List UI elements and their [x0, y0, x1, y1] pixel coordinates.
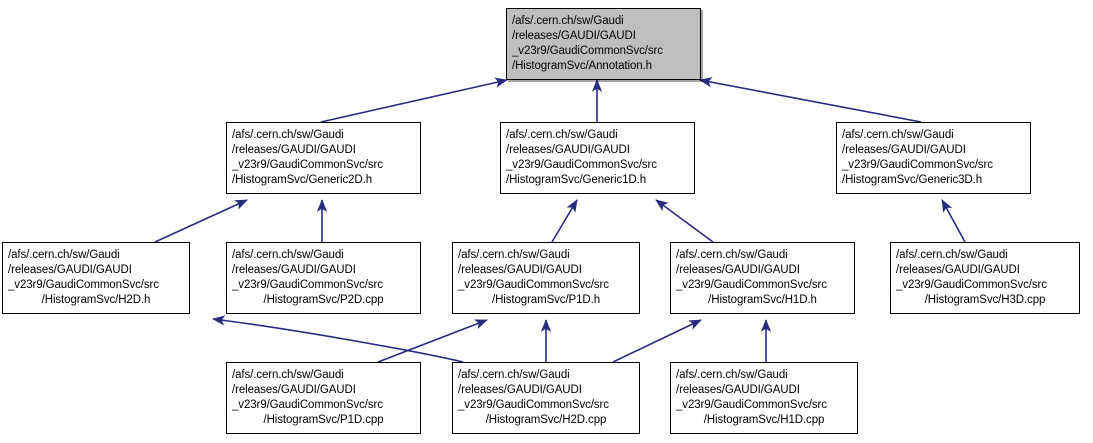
node-line: _v23r9/GaudiCommonSvc/src: [676, 278, 827, 291]
edge-h2dcpp-to-h2dh: [212, 315, 464, 363]
node-h2d-h[interactable]: /afs/.cern.ch/sw/Gaudi /releases/GAUDI/G…: [2, 242, 190, 314]
node-generic1d-h[interactable]: /afs/.cern.ch/sw/Gaudi /releases/GAUDI/G…: [500, 122, 695, 194]
node-line: /HistogramSvc/H2D.cpp: [485, 413, 607, 426]
edge-generic3d-to-annotation: [699, 77, 922, 123]
node-line: /releases/GAUDI/GAUDI: [512, 29, 636, 42]
node-line: _v23r9/GaudiCommonSvc/src: [896, 278, 1047, 291]
node-line: /afs/.cern.ch/sw/Gaudi: [458, 368, 570, 381]
node-line: _v23r9/GaudiCommonSvc/src: [458, 398, 609, 411]
node-line: /releases/GAUDI/GAUDI: [506, 143, 630, 156]
edge-h2dh-to-generic2d: [154, 199, 248, 243]
node-line: /releases/GAUDI/GAUDI: [232, 263, 356, 276]
node-line: /afs/.cern.ch/sw/Gaudi: [232, 368, 344, 381]
node-line: /afs/.cern.ch/sw/Gaudi: [512, 14, 624, 27]
node-line: /releases/GAUDI/GAUDI: [232, 383, 356, 396]
node-line: /HistogramSvc/P2D.cpp: [263, 293, 384, 306]
node-h2d-cpp[interactable]: /afs/.cern.ch/sw/Gaudi /releases/GAUDI/G…: [452, 362, 640, 434]
node-line: _v23r9/GaudiCommonSvc/src: [676, 398, 827, 411]
node-line: /HistogramSvc/P1D.h: [491, 293, 601, 306]
node-line: _v23r9/GaudiCommonSvc/src: [506, 158, 657, 171]
node-line: _v23r9/GaudiCommonSvc/src: [8, 278, 159, 291]
node-line: /releases/GAUDI/GAUDI: [8, 263, 132, 276]
node-generic2d-h[interactable]: /afs/.cern.ch/sw/Gaudi /releases/GAUDI/G…: [226, 122, 421, 194]
node-line: /releases/GAUDI/GAUDI: [458, 383, 582, 396]
node-p2d-cpp[interactable]: /afs/.cern.ch/sw/Gaudi /releases/GAUDI/G…: [226, 242, 421, 314]
edge-p1dcpp-to-p1dh: [377, 319, 488, 363]
node-line: /releases/GAUDI/GAUDI: [676, 263, 800, 276]
edge-generic2d-to-annotation: [320, 77, 508, 123]
node-line: /HistogramSvc/H1D.cpp: [703, 413, 825, 426]
node-line: /HistogramSvc/Generic1D.h: [506, 173, 647, 186]
edge-h2dcpp-to-h1dh: [612, 319, 702, 363]
node-line: /HistogramSvc/H1D.h: [708, 293, 817, 306]
node-p1d-h[interactable]: /afs/.cern.ch/sw/Gaudi /releases/GAUDI/G…: [452, 242, 640, 314]
node-line: /afs/.cern.ch/sw/Gaudi: [896, 248, 1008, 261]
edge-p1dh-to-generic1d: [551, 199, 578, 243]
node-line: _v23r9/GaudiCommonSvc/src: [232, 398, 383, 411]
node-line: /releases/GAUDI/GAUDI: [232, 143, 356, 156]
node-line: /afs/.cern.ch/sw/Gaudi: [676, 368, 788, 381]
node-line: _v23r9/GaudiCommonSvc/src: [458, 278, 609, 291]
node-line: /afs/.cern.ch/sw/Gaudi: [458, 248, 570, 261]
node-line: _v23r9/GaudiCommonSvc/src: [512, 44, 663, 57]
node-line: _v23r9/GaudiCommonSvc/src: [232, 158, 383, 171]
node-line: /HistogramSvc/P1D.cpp: [263, 413, 384, 426]
node-line: /releases/GAUDI/GAUDI: [896, 263, 1020, 276]
node-line: /afs/.cern.ch/sw/Gaudi: [506, 128, 618, 141]
node-h3d-cpp[interactable]: /afs/.cern.ch/sw/Gaudi /releases/GAUDI/G…: [890, 242, 1080, 314]
node-line: /afs/.cern.ch/sw/Gaudi: [232, 248, 344, 261]
node-line: /afs/.cern.ch/sw/Gaudi: [232, 128, 344, 141]
node-line: /releases/GAUDI/GAUDI: [458, 263, 582, 276]
node-line: /releases/GAUDI/GAUDI: [676, 383, 800, 396]
node-h1d-h[interactable]: /afs/.cern.ch/sw/Gaudi /releases/GAUDI/G…: [670, 242, 855, 314]
node-h1d-cpp[interactable]: /afs/.cern.ch/sw/Gaudi /releases/GAUDI/G…: [670, 362, 858, 434]
node-line: /afs/.cern.ch/sw/Gaudi: [676, 248, 788, 261]
node-line: _v23r9/GaudiCommonSvc/src: [842, 158, 993, 171]
node-line: /releases/GAUDI/GAUDI: [842, 143, 966, 156]
node-line: /HistogramSvc/Generic3D.h: [842, 173, 983, 186]
node-line: /HistogramSvc/Generic2D.h: [232, 173, 373, 186]
node-line: /afs/.cern.ch/sw/Gaudi: [842, 128, 954, 141]
node-line: /HistogramSvc/H2D.h: [41, 293, 151, 306]
edge-h1dh-to-generic1d: [655, 199, 714, 243]
edge-h3dcpp-to-generic3d: [941, 199, 966, 243]
node-line: /HistogramSvc/H3D.cpp: [924, 293, 1046, 306]
node-generic3d-h[interactable]: /afs/.cern.ch/sw/Gaudi /releases/GAUDI/G…: [836, 122, 1031, 194]
node-line: _v23r9/GaudiCommonSvc/src: [232, 278, 383, 291]
node-annotation-h[interactable]: /afs/.cern.ch/sw/Gaudi /releases/GAUDI/G…: [506, 8, 701, 80]
node-line: /afs/.cern.ch/sw/Gaudi: [8, 248, 120, 261]
node-p1d-cpp[interactable]: /afs/.cern.ch/sw/Gaudi /releases/GAUDI/G…: [226, 362, 421, 434]
node-line: /HistogramSvc/Annotation.h: [512, 59, 652, 72]
